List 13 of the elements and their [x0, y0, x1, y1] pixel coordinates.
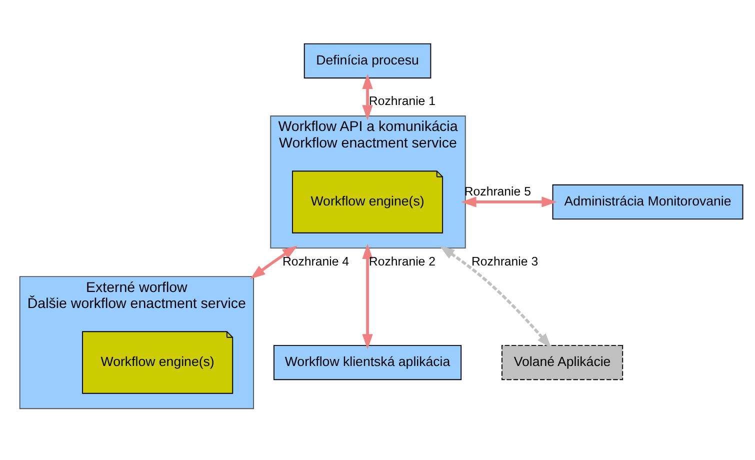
node-box: Volané Aplikácie: [501, 344, 624, 380]
arrow: [250, 246, 298, 280]
node-box: Administrácia Monitorovanie: [552, 184, 744, 220]
edge-label: Rozhranie 4: [282, 254, 350, 269]
node-box: Definícia procesu: [304, 43, 432, 78]
arrow: [362, 244, 373, 350]
edge-label: Rozhranie 3: [472, 254, 538, 269]
arrow: [362, 74, 373, 120]
arrow: [439, 246, 552, 348]
node-box: Workflow klientská aplikácia: [273, 344, 462, 380]
arrow: [461, 196, 557, 208]
edge-label: Rozhranie 2: [368, 254, 436, 269]
edge-label: Rozhranie 1: [368, 94, 436, 108]
